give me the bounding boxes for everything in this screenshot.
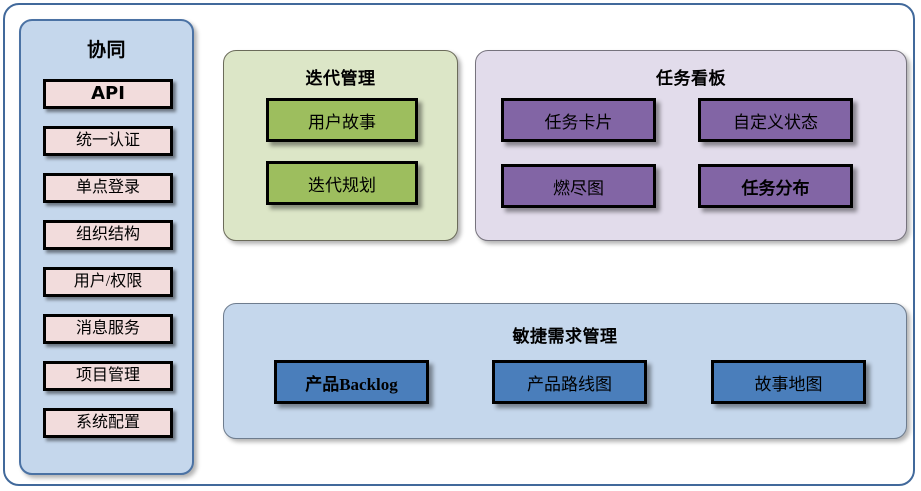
task-board-title: 任务看板 (656, 69, 726, 89)
sidebar-item-unified-auth[interactable]: 统一认证 (43, 126, 173, 156)
collaboration-panel-title: 协同 (86, 39, 126, 61)
sidebar-item-api[interactable]: API (43, 79, 173, 109)
iteration-management-title: 迭代管理 (305, 69, 376, 89)
taskboard-item-burndown-chart[interactable]: 燃尽图 (501, 164, 656, 208)
agile-item-product-roadmap[interactable]: 产品路线图 (492, 360, 647, 404)
agile-requirements-title: 敏捷需求管理 (512, 327, 618, 347)
sidebar-item-sso[interactable]: 单点登录 (43, 173, 173, 203)
taskboard-item-task-distribution[interactable]: 任务分布 (698, 164, 853, 208)
task-board-panel: 任务看板 任务卡片 自定义状态 燃尽图 任务分布 (475, 50, 907, 241)
collaboration-panel: 协同 API 统一认证 单点登录 组织结构 用户/权限 消息服务 项目管理 系统… (19, 19, 194, 475)
taskboard-item-custom-status[interactable]: 自定义状态 (698, 98, 853, 142)
agile-requirements-panel: 敏捷需求管理 产品Backlog 产品路线图 故事地图 (223, 303, 907, 439)
diagram-outer-frame: 协同 API 统一认证 单点登录 组织结构 用户/权限 消息服务 项目管理 系统… (3, 3, 915, 486)
iteration-management-panel: 迭代管理 用户故事 迭代规划 (223, 50, 458, 241)
sidebar-item-org-structure[interactable]: 组织结构 (43, 220, 173, 250)
taskboard-item-task-card[interactable]: 任务卡片 (501, 98, 656, 142)
agile-item-story-map[interactable]: 故事地图 (711, 360, 866, 404)
agile-item-product-backlog[interactable]: 产品Backlog (274, 360, 429, 404)
sidebar-item-user-permission[interactable]: 用户/权限 (43, 267, 173, 297)
sidebar-item-system-config[interactable]: 系统配置 (43, 408, 173, 438)
sidebar-item-project-mgmt[interactable]: 项目管理 (43, 361, 173, 391)
sidebar-item-message-service[interactable]: 消息服务 (43, 314, 173, 344)
iteration-item-iteration-planning[interactable]: 迭代规划 (266, 161, 418, 205)
iteration-item-user-story[interactable]: 用户故事 (266, 98, 418, 142)
